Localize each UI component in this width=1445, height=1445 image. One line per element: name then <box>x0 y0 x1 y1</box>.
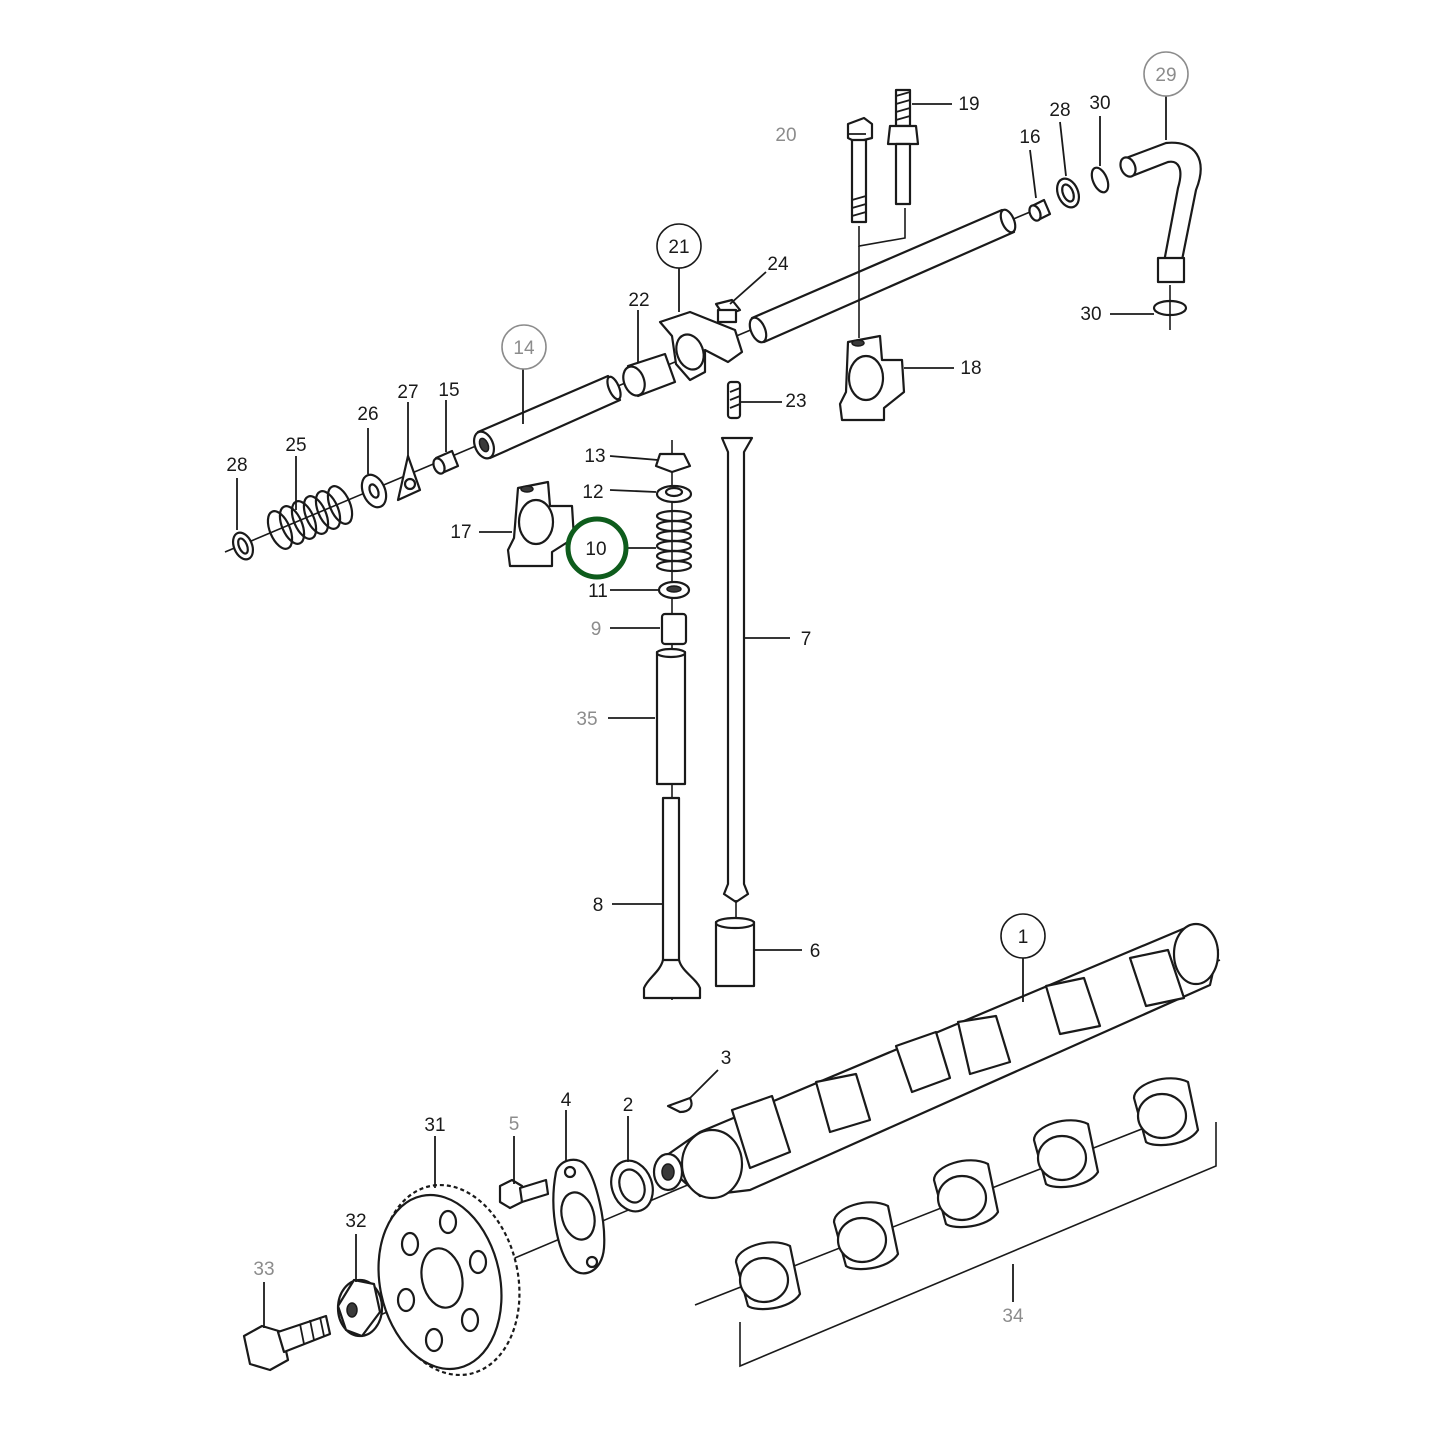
label-33: 33 <box>253 1259 274 1280</box>
collet-13 <box>654 452 692 474</box>
label-28: 28 <box>226 455 247 476</box>
bearing-shell <box>734 1241 802 1311</box>
label-17: 17 <box>450 522 471 543</box>
bearing-shell <box>1032 1119 1100 1189</box>
label-11: 11 <box>588 581 608 602</box>
label-32: 32 <box>345 1211 366 1232</box>
bracket-18 <box>838 334 906 422</box>
rocker-shaft-left <box>472 374 622 460</box>
stud-19 <box>886 88 920 206</box>
label-23: 23 <box>785 391 806 412</box>
label-35: 35 <box>576 709 597 730</box>
label-34: 34 <box>1002 1306 1024 1327</box>
bolt-20 <box>846 116 874 224</box>
label-15: 15 <box>438 380 459 401</box>
spring-25 <box>266 485 354 550</box>
pushrod-7 <box>720 436 754 904</box>
washer-26 <box>360 473 388 509</box>
rocker-shaft-right <box>748 208 1017 344</box>
circlip-28-right <box>1055 177 1081 209</box>
camshaft-1 <box>652 922 1220 1200</box>
bolts-bracket-line <box>858 208 906 247</box>
oil-pipe-29 <box>1119 141 1202 284</box>
tappet-6 <box>714 916 756 988</box>
label-circle-1 <box>1000 913 1046 959</box>
rocker-arm-21 <box>658 310 744 382</box>
label-29: 29 <box>1155 65 1176 86</box>
valve-seal-9 <box>660 612 688 646</box>
bearing-shell <box>832 1201 900 1271</box>
label-2: 2 <box>623 1095 634 1116</box>
leader-lines <box>236 94 1167 1328</box>
label-10: 10 <box>585 539 606 560</box>
bearing-shell <box>1132 1077 1200 1147</box>
label-7: 7 <box>801 629 812 650</box>
key-3 <box>666 1096 693 1114</box>
spring-seat-11 <box>657 580 691 600</box>
label-8: 8 <box>593 895 604 916</box>
label-12: 12 <box>582 482 603 503</box>
label-1: 1 <box>1018 927 1029 948</box>
label-16: 16 <box>1019 127 1040 148</box>
bearing-shell <box>932 1159 1000 1229</box>
circlip-28-left <box>231 531 255 561</box>
label-21: 21 <box>668 237 689 258</box>
label-18: 18 <box>960 358 981 379</box>
label-24: 24 <box>767 254 789 275</box>
label-27: 27 <box>397 382 418 403</box>
oring-30-upper <box>1090 166 1110 194</box>
label-26: 26 <box>357 404 378 425</box>
label-20: 20 <box>775 125 796 146</box>
valve-spring-10 <box>655 509 693 573</box>
label-9: 9 <box>591 619 602 640</box>
label-14: 14 <box>513 338 535 359</box>
label-13: 13 <box>584 446 605 467</box>
label-6: 6 <box>810 941 821 962</box>
label-4: 4 <box>561 1090 572 1111</box>
bracket-17 <box>506 480 576 568</box>
seal-2 <box>610 1159 654 1213</box>
label-circle-29 <box>1143 51 1189 97</box>
label-31: 31 <box>424 1115 445 1136</box>
label-3: 3 <box>721 1048 732 1069</box>
thrust-flange-4 <box>552 1158 606 1275</box>
valve-8 <box>642 796 702 1000</box>
valve-guide-35 <box>655 647 687 786</box>
bearing-shells-34 <box>694 1077 1217 1368</box>
label-25: 25 <box>285 435 306 456</box>
label-30-upper: 30 <box>1089 93 1110 114</box>
label-28-right: 28 <box>1049 100 1070 121</box>
label-22: 22 <box>628 290 649 311</box>
label-circle-10-highlight <box>565 516 629 580</box>
retainer-12 <box>655 484 693 504</box>
label-5: 5 <box>509 1114 520 1135</box>
washer-27 <box>396 454 422 502</box>
bolt-5 <box>498 1178 550 1210</box>
bushing-22 <box>622 352 677 398</box>
washer-32 <box>336 1278 384 1338</box>
label-30-lower: 30 <box>1080 304 1101 325</box>
bolt-33 <box>242 1314 332 1372</box>
nut-24 <box>714 298 742 324</box>
spacer-16 <box>1028 198 1052 222</box>
adjust-screw-23 <box>726 380 742 420</box>
part-labels: 28 25 26 27 15 14 22 21 24 23 18 17 13 1… <box>226 51 1189 1327</box>
spacer-15 <box>432 449 460 475</box>
camshaft-gear-31 <box>377 1183 521 1377</box>
label-circle-21 <box>656 223 702 269</box>
label-circle-14 <box>501 324 547 370</box>
label-19: 19 <box>958 94 979 115</box>
